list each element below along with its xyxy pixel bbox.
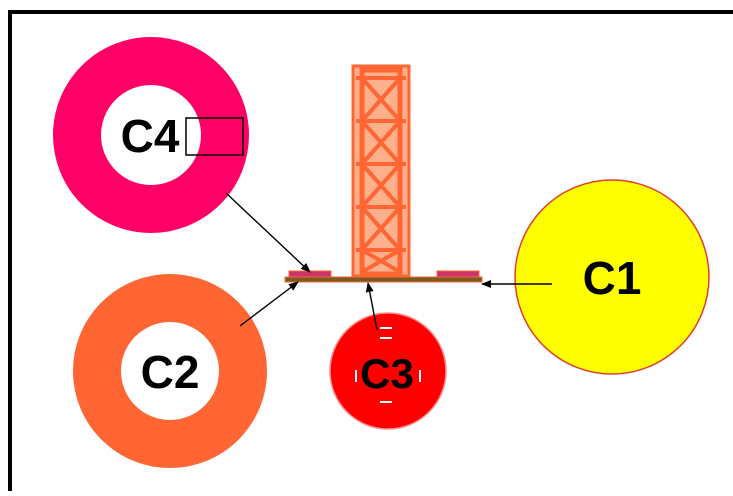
arrow-c2-to-plate <box>239 281 299 327</box>
c2-label: C2 <box>141 346 200 398</box>
c1-label: C1 <box>583 252 642 304</box>
c3-disk <box>329 312 447 430</box>
arrow-c3-to-plate <box>365 282 378 331</box>
base-plate <box>284 276 483 283</box>
c2-ring <box>73 274 267 468</box>
arrow-c4-to-pad <box>225 192 311 273</box>
c1-disk <box>514 179 710 375</box>
c4-label-box <box>185 117 244 156</box>
lattice-tower <box>351 64 411 278</box>
c3-tick-marks <box>355 327 421 403</box>
c3-label: C3 <box>360 350 414 397</box>
c4-label: C4 <box>121 110 180 162</box>
c4-ring <box>53 37 249 233</box>
right-pad <box>436 270 480 278</box>
